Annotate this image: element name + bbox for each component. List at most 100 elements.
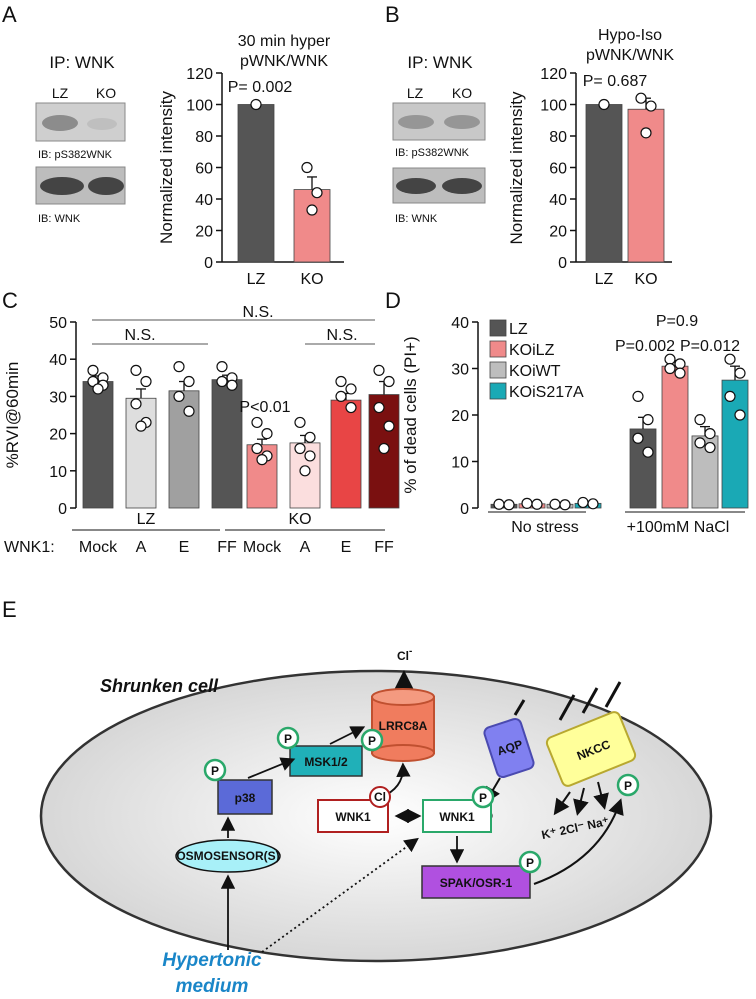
chart-d-point [674,367,686,379]
chart-c-point [251,442,263,455]
chart-b-point [640,127,652,139]
chart-d-point [577,496,589,509]
panel-d-p3: P=0.012 [680,338,740,355]
panel-letter-c: C [2,288,18,313]
chart-c-category-label: E [179,539,190,556]
chart-a-point [306,204,318,216]
svg-text:P: P [479,791,487,805]
panel-b-ip-label: IP: WNK [407,53,473,72]
arrow-p38-msk [247,757,296,779]
chart-d-legend-swatch [489,361,507,379]
chart-d-point [724,353,736,365]
p38-phospho: P [203,758,227,782]
chart-a-ytick-label: 20 [195,224,213,241]
panel-c-ns-lz: N.S. [124,327,155,344]
chart-c-bar [82,381,114,509]
wnk1-phospho: P [471,785,495,809]
chart-c-point [226,379,238,391]
chart-d-point [632,432,644,444]
chart-b-ytick-label: 40 [549,192,567,209]
chart-d-point [734,367,746,379]
nkcc-cotransporter: NKCC [545,681,637,787]
chart-c-point [216,375,228,388]
lrrc8a-label: LRRC8A [379,719,428,733]
nkcc-ion-arrow-2 [573,787,589,816]
panel-b-lane-lz: LZ [407,85,424,101]
chart-d-point [704,441,716,454]
panel-letter-a: A [2,2,17,27]
chart-b-point [645,100,657,112]
chart-d-point [559,499,571,511]
arrow-msk-lrrc8a [329,726,366,745]
chart-a-category-label: KO [300,271,323,288]
chart-c-point [294,416,306,429]
chart-a-ytick-label: 0 [204,255,213,272]
chart-c-point [87,364,99,376]
nkcc-phospho: P [616,773,640,797]
panel-a-lane-ko: KO [96,85,116,101]
msk-label: MSK1/2 [304,755,348,769]
chart-d-bar [661,365,689,509]
panel-a-blot-pwnk [35,102,126,142]
chart-a-bar [237,104,275,263]
svg-text:P: P [368,734,376,748]
chart-c-point [383,420,395,432]
chart-b-bar [585,104,623,263]
chart-c-ytick-label: 40 [49,352,67,369]
chart-c-point [304,431,316,443]
panel-c-pvalue: P<0.01 [239,399,290,416]
chart-d-point [704,428,716,440]
chart-d-point [674,358,686,370]
chart-b-point [635,92,647,104]
arrow-medium-wnk [261,837,419,953]
chart-a-bar [293,189,331,263]
cl-efflux-label: Cl- [397,646,412,663]
chart-c-point [216,361,228,373]
chart-a-point [301,161,313,174]
chart-c-ytick-label: 30 [49,389,67,406]
hypertonic-medium-line2: medium [176,976,249,997]
chart-a-point [250,98,262,111]
chart-a-ytick-label: 100 [186,98,213,115]
osmosensor-label: OSMOSENSOR(S) [176,849,279,863]
panel-c-wnk-label: WNK1: [4,539,55,556]
panel-a-pvalue: P= 0.002 [228,79,293,96]
chart-d-point [531,498,543,510]
chart-d-ytick-label: 30 [451,362,469,379]
chart-c-point [373,364,385,376]
panel-b-title-line1: Hypo-Iso [598,27,662,44]
msk-phospho: P [276,726,300,750]
chart-a-ytick-label: 40 [195,192,213,209]
chart-c-ytick-label: 0 [58,501,67,518]
chart-b-category-label: KO [634,271,657,288]
wnk1-inactive-label: WNK1 [335,810,371,824]
p38-kinase: p38 [217,779,273,815]
lrrc8a-channel: LRRC8A [371,688,435,762]
msk-kinase: MSK1/2 [289,745,363,777]
osmosensor: OSMOSENSOR(S) [175,839,281,873]
chart-d-point [549,498,561,510]
chart-c-point [173,390,185,402]
panel-c-group-ko: KO [288,511,311,528]
chart-c-point [130,364,142,376]
spak-label: SPAK/OSR-1 [440,876,513,890]
chart-b-ytick-label: 80 [549,129,567,146]
chart-d-legend-label: KOiLZ [509,342,555,359]
chart-c-category-label: FF [374,539,394,556]
chart-d-point [664,353,676,365]
panel-b-ib2: IB: WNK [395,213,438,225]
panel-c-ns-all: N.S. [242,304,273,321]
aqp-channel: AQP [483,699,535,779]
chart-d-legend-swatch [489,319,507,337]
wnk1-chloride: Cl [369,786,391,808]
chart-a-ytick-label: 60 [195,161,213,178]
chart-d-ytick-label: 10 [451,455,469,472]
chart-c-point [299,465,311,477]
chart-d-ytick-label: 40 [451,315,469,332]
chart-c-point [383,375,395,388]
chart-c-point [130,398,142,410]
chart-d-point [664,362,676,375]
chart-c-category-label: Mock [243,539,282,556]
